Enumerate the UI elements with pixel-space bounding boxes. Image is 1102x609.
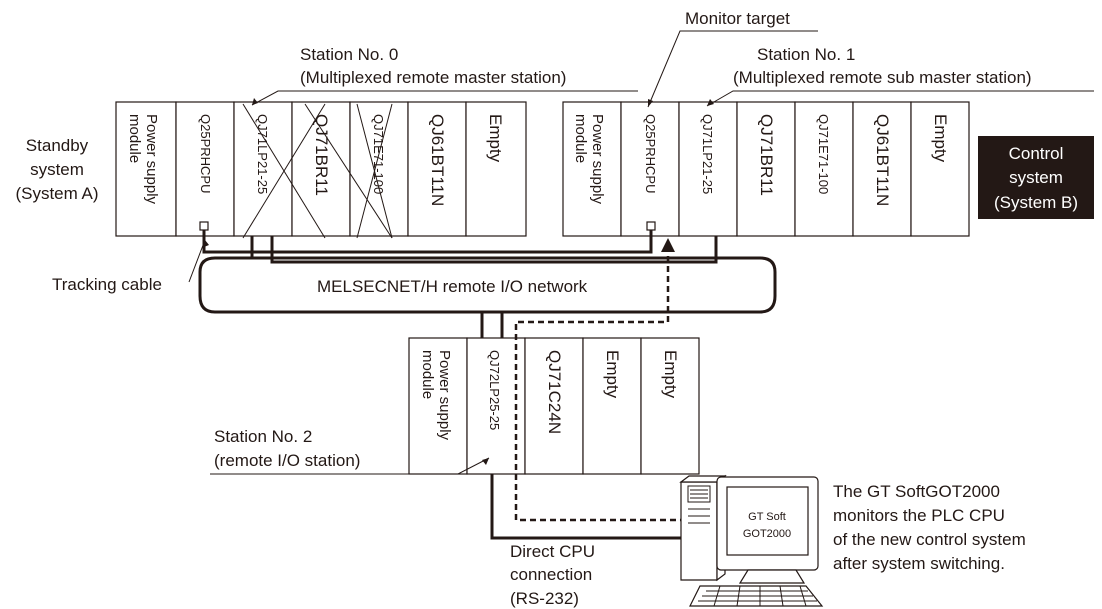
station2-label: Station No. 2 (remote I/O station) bbox=[210, 427, 490, 475]
control-badge-bg bbox=[978, 136, 1094, 219]
rack-b-slot-5 bbox=[852, 101, 912, 237]
tracking-cable bbox=[202, 230, 653, 254]
rack-b-module-6: Empty bbox=[931, 114, 950, 163]
rack-b-slot-power bbox=[562, 101, 622, 237]
monitoring-dashed-line bbox=[514, 252, 686, 522]
control-system-badge: Control system (System B) bbox=[978, 136, 1094, 219]
personal-computer: GT Soft GOT2000 bbox=[679, 474, 824, 607]
rack-a-module-5: QJ61BT11N bbox=[428, 114, 447, 206]
tracking-cable-leader bbox=[188, 239, 206, 283]
monitor-target-label: Monitor target bbox=[685, 9, 790, 28]
rack-a-module-3: QJ71BR11 bbox=[312, 114, 331, 196]
rack-c-power-label-2: module bbox=[419, 350, 436, 399]
station2-subtitle: (remote I/O station) bbox=[214, 451, 360, 470]
remote-io-network-ring bbox=[198, 256, 777, 314]
rack-a-slot-4 bbox=[349, 101, 409, 237]
rack-b-module-5: QJ61BT11N bbox=[873, 114, 892, 206]
rack-b-slot-6 bbox=[910, 101, 970, 237]
rack-b-power-label-1: Power supply bbox=[589, 114, 606, 205]
rack-b-module-1: Q25PRHCPU bbox=[643, 114, 658, 193]
rack-a-module-2: QJ71LP21-25 bbox=[255, 114, 270, 194]
monitor-target-leader bbox=[647, 30, 818, 108]
note-line-4: after system switching. bbox=[833, 554, 1005, 573]
rack-a-slot-3 bbox=[291, 101, 351, 237]
rack-b-module-4: QJ71E71-100 bbox=[816, 114, 831, 194]
station1-subtitle: (Multiplexed remote sub master station) bbox=[733, 68, 1032, 87]
station0-subtitle: (Multiplexed remote master station) bbox=[300, 68, 566, 87]
rack-c-power-label-1: Power supply bbox=[436, 350, 453, 441]
control-line-2: system bbox=[1009, 168, 1063, 187]
monitoring-note: The GT SoftGOT2000 monitors the PLC CPU … bbox=[833, 482, 1026, 573]
rack-a-tracking-port bbox=[199, 221, 209, 231]
monitor-target-arrowhead bbox=[648, 99, 653, 107]
network-cables: Tracking cable MELSECNET/H remote I/O ne… bbox=[52, 230, 777, 338]
rs232-connection: Direct CPU connection (RS-232) bbox=[490, 474, 686, 608]
rack-a-module-6: Empty bbox=[486, 114, 505, 163]
rack-b-power-label-2: module bbox=[572, 114, 589, 163]
standby-line-2: system bbox=[30, 160, 84, 179]
rack-a-slot-6 bbox=[465, 101, 527, 237]
standby-system-label: Standby system (System A) bbox=[15, 136, 98, 203]
control-line-3: (System B) bbox=[994, 193, 1078, 212]
standby-line-3: (System A) bbox=[15, 184, 98, 203]
screen-text-2: GOT2000 bbox=[743, 528, 791, 540]
station2-title: Station No. 2 bbox=[214, 427, 312, 446]
failure-cross-marks bbox=[242, 103, 393, 239]
rack-b-module-2: QJ71LP21-25 bbox=[700, 114, 715, 194]
rack-c-module-3: Empty bbox=[603, 350, 622, 399]
rack-a-slot-power bbox=[115, 101, 177, 237]
note-line-1: The GT SoftGOT2000 bbox=[833, 482, 1000, 501]
station2-arrowhead bbox=[482, 458, 489, 465]
direct-line-2: connection bbox=[510, 565, 592, 584]
station0-leader bbox=[251, 90, 638, 106]
control-line-1: Control bbox=[1009, 144, 1064, 163]
station1-arrowhead bbox=[707, 99, 714, 106]
rack-system-b: Power supply module Q25PRHCPU QJ71LP21-2… bbox=[562, 101, 970, 237]
rack-c-module-4: Empty bbox=[661, 350, 680, 399]
pc-keyboard bbox=[689, 585, 824, 607]
rack-c-module-1: QJ72LP25-25 bbox=[487, 350, 502, 430]
rack-b-slot-4 bbox=[794, 101, 854, 237]
station0-title: Station No. 0 bbox=[300, 45, 398, 64]
rack-a-slot-1 bbox=[175, 101, 235, 237]
rack-a-slot-5 bbox=[407, 101, 467, 237]
station1-title: Station No. 1 bbox=[757, 45, 855, 64]
station1-leader bbox=[706, 90, 1094, 107]
direct-line-1: Direct CPU bbox=[510, 542, 595, 561]
monitoring-arrowhead bbox=[661, 238, 675, 252]
rs232-cable bbox=[490, 474, 686, 540]
network-label: MELSECNET/H remote I/O network bbox=[317, 277, 588, 296]
rack-c-slot-2 bbox=[524, 337, 584, 475]
tracking-cable-label: Tracking cable bbox=[52, 275, 162, 294]
standby-line-1: Standby bbox=[26, 136, 89, 155]
rack-c-slot-3 bbox=[582, 337, 642, 475]
note-line-2: monitors the PLC CPU bbox=[833, 506, 1005, 525]
rack-station-2: Power supply module QJ72LP25-25 QJ71C24N… bbox=[408, 337, 700, 475]
rack-c-module-2: QJ71C24N bbox=[545, 350, 564, 434]
rack-system-a: Power supply module Q25PRHCPU QJ71LP21-2… bbox=[115, 101, 527, 239]
rack-b-module-3: QJ71BR11 bbox=[757, 114, 776, 196]
rack-c-slot-4 bbox=[640, 337, 700, 475]
screen-text-1: GT Soft bbox=[748, 511, 786, 523]
monitoring-path bbox=[514, 238, 686, 522]
note-line-3: of the new control system bbox=[833, 530, 1026, 549]
station0-arrowhead bbox=[252, 98, 258, 105]
rack-a-power-label-1: Power supply bbox=[143, 114, 160, 205]
rack-a-power-label-2: module bbox=[126, 114, 143, 163]
rack-b-slot-3 bbox=[736, 101, 796, 237]
rack-b-tracking-port bbox=[646, 221, 656, 231]
station2-leader bbox=[210, 457, 490, 475]
rack-c-slot-power bbox=[408, 337, 468, 475]
top-labels: Station No. 0 (Multiplexed remote master… bbox=[251, 9, 1094, 108]
rack-a-module-1: Q25PRHCPU bbox=[198, 114, 213, 193]
tracking-cable-arrowhead bbox=[204, 240, 209, 247]
rack-b-slot-2 bbox=[678, 101, 738, 237]
direct-line-3: (RS-232) bbox=[510, 589, 579, 608]
pc-monitor: GT Soft GOT2000 bbox=[716, 476, 819, 584]
